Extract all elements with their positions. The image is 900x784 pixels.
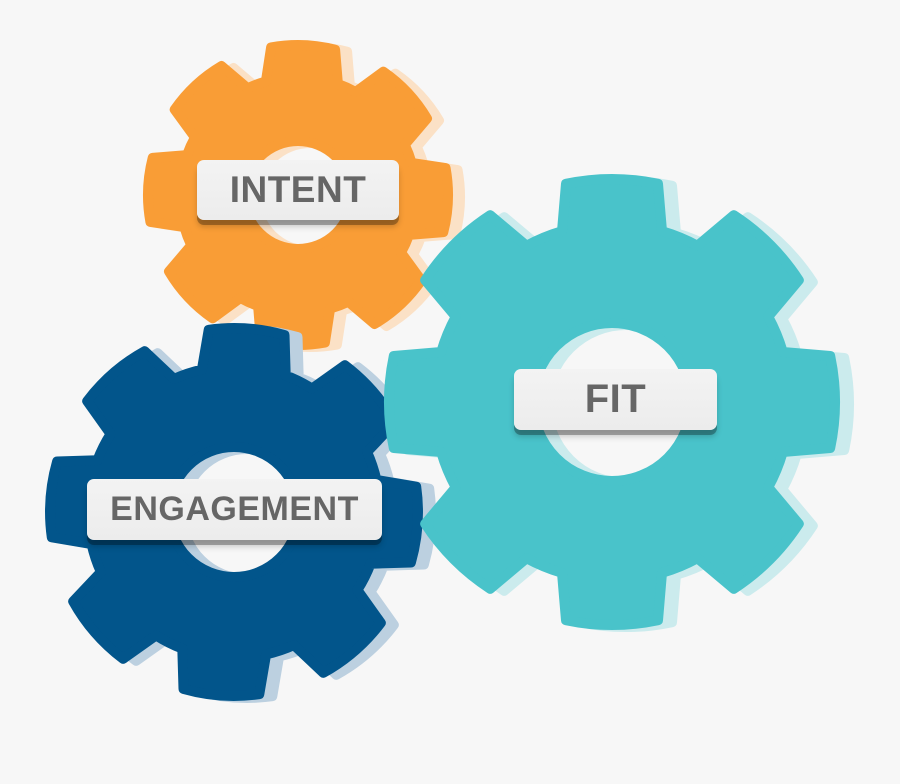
- engagement-gear-icon: [45, 323, 436, 703]
- intent-gear-icon: [143, 40, 465, 352]
- engagement-label: ENGAGEMENT: [87, 479, 382, 540]
- intent-label-text: INTENT: [229, 169, 367, 210]
- fit-gear-icon: [384, 174, 854, 632]
- intent-label: INTENT: [197, 160, 399, 220]
- engagement-label-text: ENGAGEMENT: [110, 490, 359, 528]
- fit-label-text: FIT: [584, 377, 647, 421]
- fit-label: FIT: [514, 369, 717, 430]
